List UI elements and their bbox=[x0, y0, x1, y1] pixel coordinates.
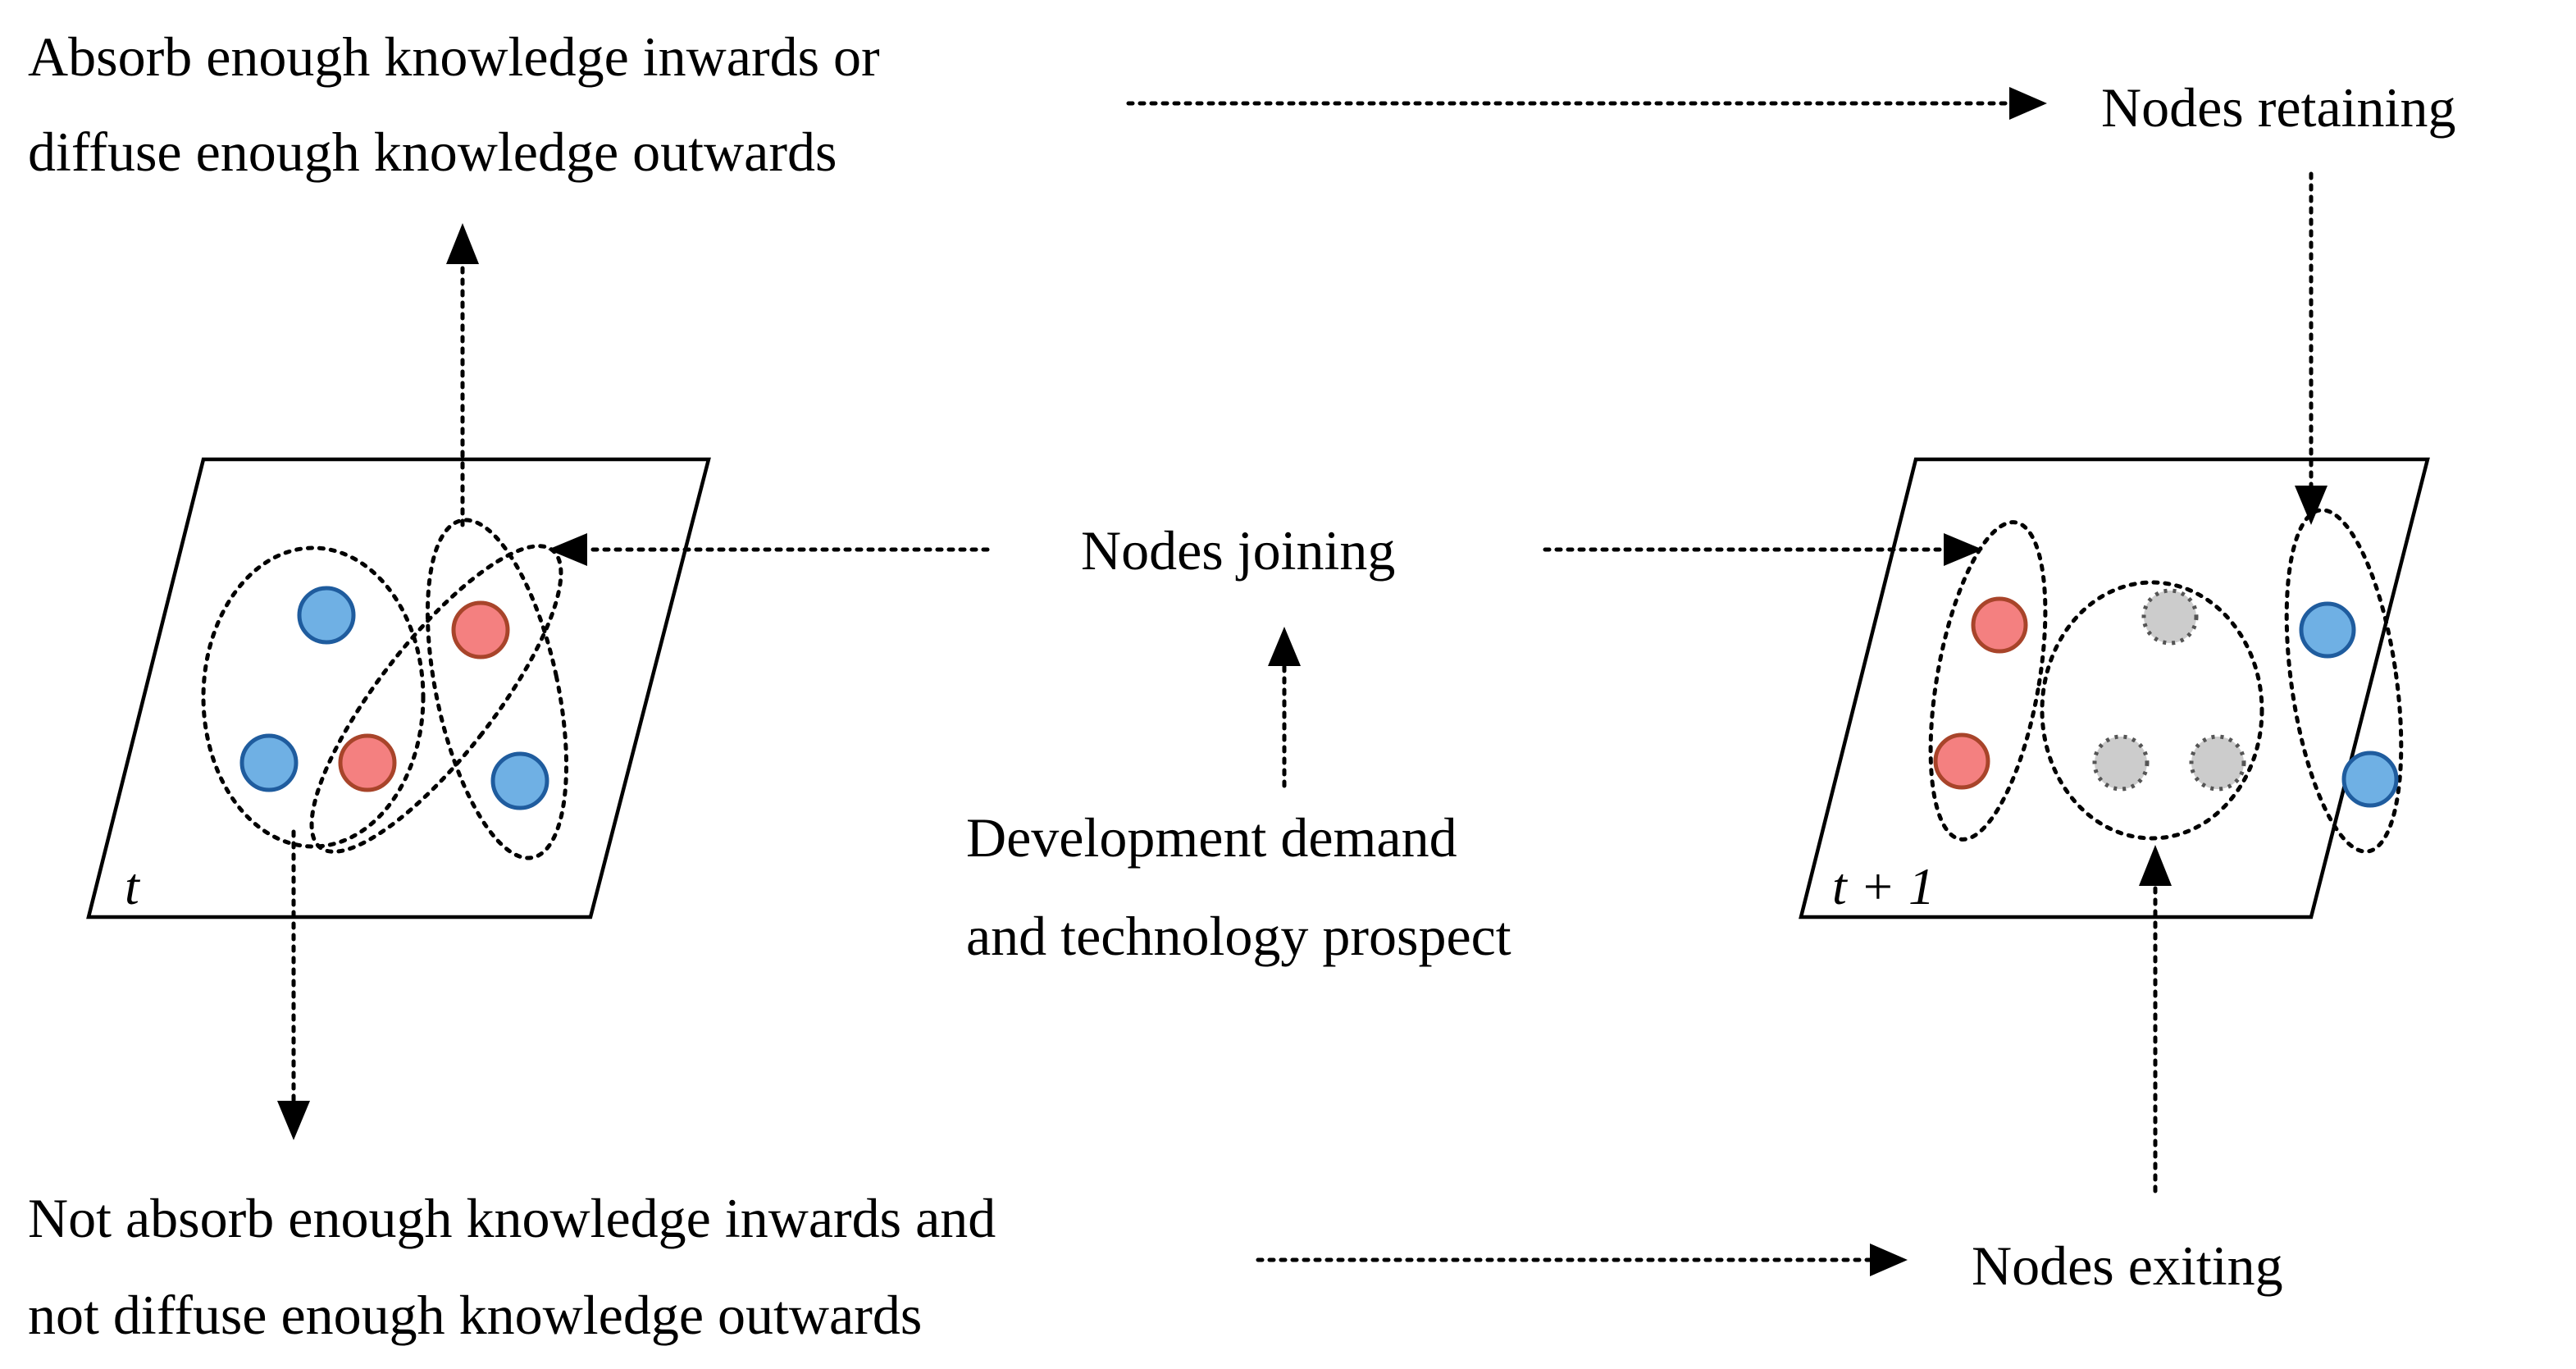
time-label-t-plus-1: t + 1 bbox=[1832, 857, 1935, 915]
arrow-absorb-to-retaining bbox=[1126, 87, 2047, 120]
node-blue bbox=[490, 751, 549, 810]
group-right-red bbox=[1928, 520, 2048, 842]
arrow-joining-to-right bbox=[1543, 533, 1983, 566]
arrow-left-panel-up bbox=[446, 223, 479, 527]
group-right-gray bbox=[2040, 580, 2264, 841]
node-red bbox=[451, 600, 510, 659]
node-blue bbox=[239, 733, 299, 792]
arrow-left-panel-down bbox=[277, 829, 310, 1140]
group-left-blue bbox=[201, 545, 426, 849]
node-gray-exiting bbox=[2092, 734, 2150, 792]
group-right-blue bbox=[2284, 508, 2404, 854]
not-absorb-label-line1: Not absorb enough knowledge inwards and bbox=[28, 1187, 996, 1249]
arrow-retaining-down bbox=[2295, 171, 2328, 525]
node-red bbox=[1933, 732, 1990, 790]
arrow-demand-to-joining bbox=[1268, 627, 1301, 788]
node-blue bbox=[2299, 601, 2356, 659]
node-gray-exiting bbox=[2189, 734, 2246, 792]
panel-t bbox=[86, 457, 711, 920]
node-blue bbox=[2341, 751, 2399, 808]
arrow-exiting-up bbox=[2139, 845, 2172, 1193]
time-label-t: t bbox=[125, 857, 141, 915]
panel-t-plus-1 bbox=[1799, 457, 2430, 920]
node-blue bbox=[297, 586, 356, 645]
absorb-label-line2: diffuse enough knowledge outwards bbox=[28, 121, 837, 183]
arrow-not-absorb-to-exiting bbox=[1256, 1244, 1908, 1276]
group-left-right bbox=[425, 518, 569, 860]
absorb-label-line1: Absorb enough knowledge inwards or bbox=[28, 25, 880, 88]
node-gray-exiting bbox=[2141, 588, 2199, 646]
nodes-joining-label: Nodes joining bbox=[1081, 519, 1395, 582]
demand-label-line2: and technology prospect bbox=[966, 905, 1511, 967]
demand-label-line1: Development demand bbox=[966, 806, 1457, 869]
nodes-exiting-label: Nodes exiting bbox=[1972, 1234, 2283, 1297]
arrow-joining-to-left bbox=[548, 533, 990, 566]
nodes-retaining-label: Nodes retaining bbox=[2101, 76, 2455, 139]
not-absorb-label-line2: not diffuse enough knowledge outwards bbox=[28, 1284, 922, 1346]
node-red bbox=[338, 733, 397, 792]
node-red bbox=[1971, 596, 2028, 654]
